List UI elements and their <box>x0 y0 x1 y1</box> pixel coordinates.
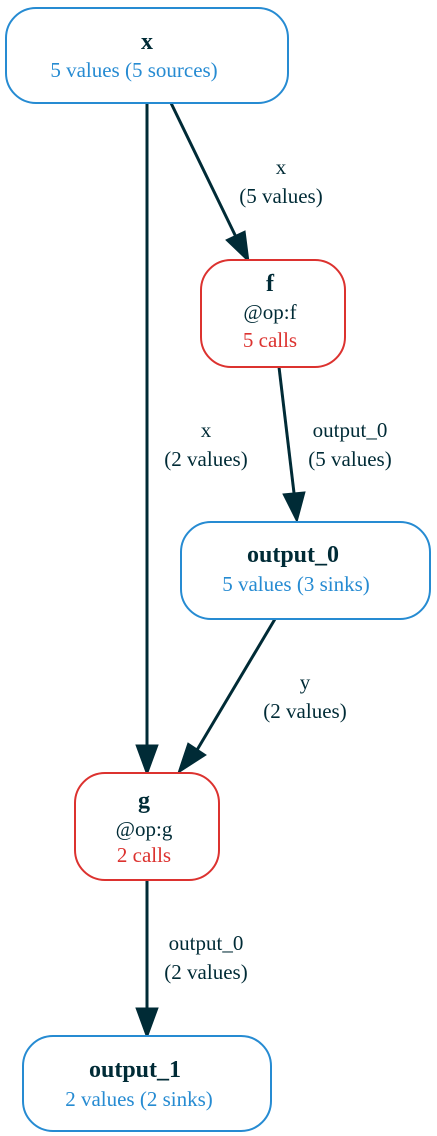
node-output-1-subtitle: 2 values (2 sinks) <box>65 1087 213 1111</box>
node-output-0-box <box>180 521 431 620</box>
edge-x-to-g <box>135 103 159 777</box>
edge-label-f-to-output-0-count: (5 values) <box>308 447 391 471</box>
node-x-title: x <box>141 29 153 55</box>
edge-label-x-to-f-count: (5 values) <box>239 184 322 208</box>
edge-label-g-to-output-1-count: (2 values) <box>164 960 247 984</box>
arrowhead <box>225 230 250 264</box>
node-g-calls: 2 calls <box>117 843 171 867</box>
arrowhead <box>177 742 207 775</box>
node-g-op: @op:g <box>116 817 173 841</box>
node-output-0-subtitle: 5 values (3 sinks) <box>222 572 370 596</box>
node-g[interactable]: g @op:g 2 calls <box>74 772 220 881</box>
edge-label-output-0-to-g-name: y <box>300 670 311 694</box>
node-x-box <box>5 7 289 104</box>
arrowhead <box>135 1007 159 1040</box>
node-f-box <box>200 259 346 368</box>
node-f-op: @op:f <box>243 300 296 324</box>
node-g-title: g <box>138 788 150 814</box>
node-output-1-box <box>22 1035 272 1132</box>
edge-g-to-output-1 <box>135 880 159 1040</box>
edge-label-x-to-g-name: x <box>201 418 212 442</box>
edge-label-x-to-f-name: x <box>276 155 287 179</box>
edge-label-g-to-output-1-name: output_0 <box>169 931 244 955</box>
node-f-title: f <box>266 271 275 297</box>
node-output-1[interactable]: output_1 2 values (2 sinks) <box>22 1035 272 1132</box>
node-f[interactable]: f @op:f 5 calls <box>200 259 346 368</box>
edge-output-0-to-g <box>177 618 277 775</box>
node-output-0-title: output_0 <box>247 542 339 568</box>
node-g-box <box>74 772 220 881</box>
node-x[interactable]: x 5 values (5 sources) <box>5 7 289 104</box>
arrowhead <box>282 491 306 524</box>
edge-label-f-to-output-0-name: output_0 <box>313 418 388 442</box>
node-output-1-title: output_1 <box>89 1057 181 1083</box>
node-f-calls: 5 calls <box>243 328 297 352</box>
arrowhead <box>135 744 159 777</box>
edge-x-to-f <box>169 102 250 264</box>
edge-f-to-output-0 <box>277 366 306 524</box>
node-output-0[interactable]: output_0 5 values (3 sinks) <box>180 521 431 620</box>
edge-label-output-0-to-g-count: (2 values) <box>263 699 346 723</box>
edge-label-x-to-g-count: (2 values) <box>164 447 247 471</box>
node-x-subtitle: 5 values (5 sources) <box>50 58 217 82</box>
